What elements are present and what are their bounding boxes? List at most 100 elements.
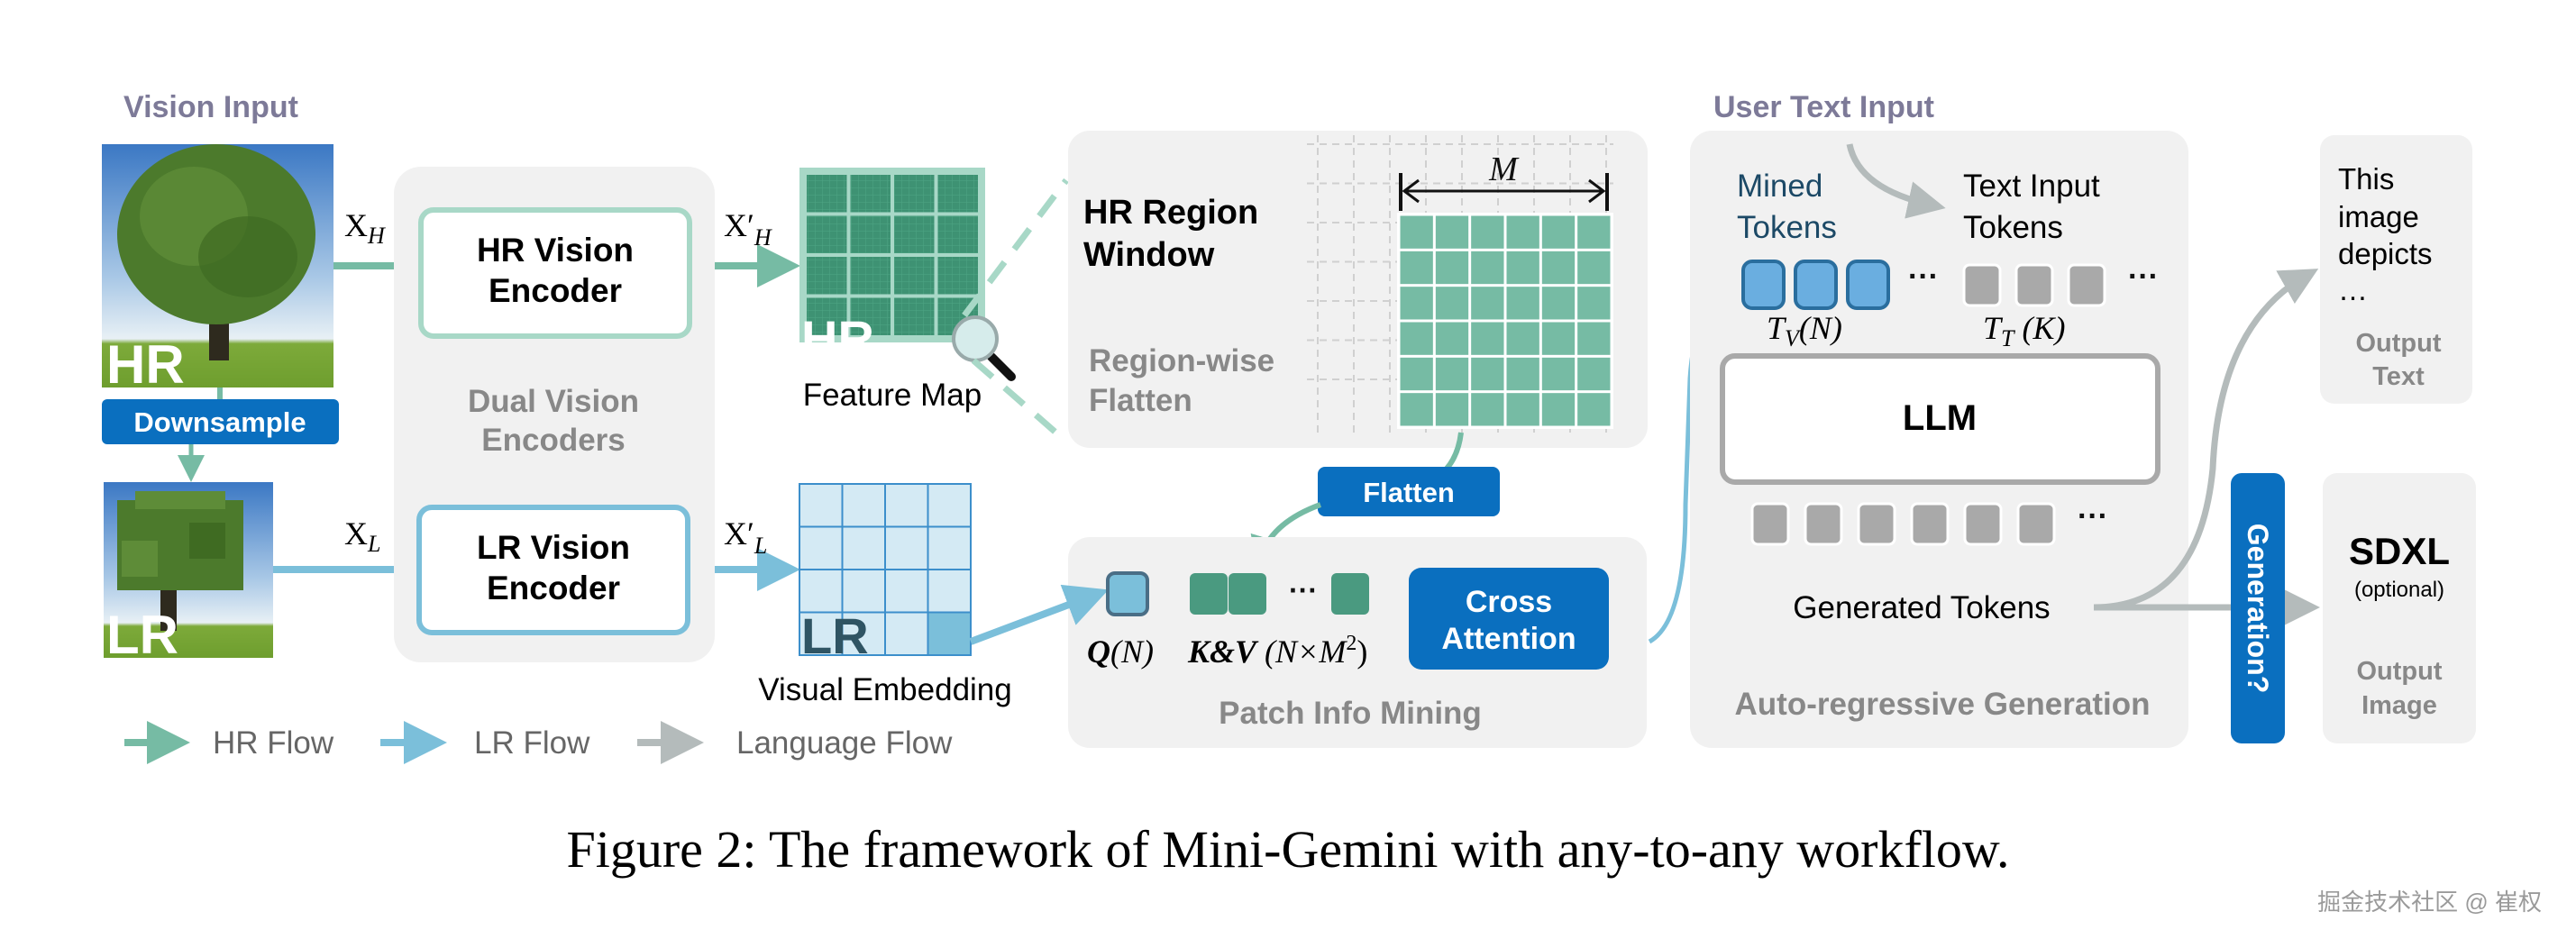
text-input-tokens-label-1: Text Input [1963,169,2100,204]
m-grid-cell [1506,287,1539,320]
m-dimension-arrow [1399,173,1609,211]
generated-token [1910,502,1950,546]
lr-image-label: LR [106,605,178,665]
feature-map-cell [850,175,891,213]
generated-token [1857,502,1896,546]
kv-token [1331,573,1369,615]
region-to-flatten-link [1444,432,1464,470]
kv-label: K&V (N×M2) [1187,632,1367,670]
m-grid-cell [1541,357,1576,391]
region-window-title-2: Window [1083,236,1215,274]
feature-map-cell [894,257,935,295]
output-text-panel [2320,135,2472,404]
query-token [1106,571,1149,616]
user-text-arrow [1846,143,1946,219]
hr-feature-map: HR [799,168,985,367]
output-text-line1: This [2338,162,2394,196]
feature-map-cell [894,175,935,213]
output-image-panel [2323,473,2476,743]
m-grid-cell [1506,357,1539,391]
visual-embedding-cell [799,483,844,528]
feature-map-cell [850,257,891,295]
feature-map-hr-label: HR [801,310,874,367]
generated-token [1804,502,1843,546]
hr-image: HR [102,144,333,395]
m-grid [1397,213,1613,429]
region-window-subtitle-1: Region-wise [1089,343,1274,378]
kv-token [1229,573,1266,615]
m-grid-cell [1471,215,1504,249]
generation-toggle[interactable]: Generation? [2231,473,2285,743]
xp-l-label: X′L [724,515,767,559]
mined-dots: ··· [1908,260,1939,294]
tt-label: TT (K) [1983,310,2066,351]
zoom-guide-top [962,178,1069,318]
lr-visual-embedding: LR [799,483,972,664]
m-label: M [1488,150,1520,188]
m-grid-cell [1541,215,1576,249]
zoom-guide-bottom [971,358,1069,444]
sdxl-label: SDXL [2349,530,2450,572]
to-output-text-arrow [2093,269,2319,611]
generated-tokens-label: Generated Tokens [1793,590,2050,625]
legend-label-language: Language Flow [736,725,953,761]
m-grid-cell [1435,287,1469,320]
m-grid-cell [1577,287,1611,320]
feature-map-cell [807,215,847,253]
legend-label-hr: HR Flow [213,725,334,761]
m-grid-cell [1435,357,1469,391]
visual-embedding-cell [927,611,972,656]
hr-encoder-line2: Encoder [489,272,622,309]
x-l-label: XL [344,515,380,557]
generated-token [1750,502,1790,546]
text-input-tokens-label-2: Tokens [1963,210,2063,245]
hr-vision-encoder: HR Vision Encoder [418,207,692,339]
m-grid-cell [1541,251,1576,285]
m-grid-cell [1400,322,1433,355]
text-input-token [2067,263,2106,307]
lr-vision-encoder: LR Vision Encoder [416,505,690,635]
m-grid-cell [1506,251,1539,285]
m-grid-cell [1577,357,1611,391]
text-input-token [2014,263,2054,307]
m-grid-cell [1506,215,1539,249]
visual-embedding-cell [884,611,929,656]
generation-toggle-label: Generation? [2242,524,2274,693]
m-grid-cell [1506,322,1539,355]
visual-embedding-cell [799,569,844,614]
output-text-label-2: Text [2372,362,2425,391]
visual-embedding-cell [927,483,972,528]
m-grid-cell [1541,287,1576,320]
legend-item-language: Language Flow [637,721,953,764]
visual-embedding-cell [841,569,886,614]
visual-embedding-cell [841,611,886,656]
m-grid-cell [1400,393,1433,426]
m-grid-cell [1577,215,1611,249]
feature-map-cell [850,297,891,335]
dual-encoders-label-2: Encoders [481,423,626,458]
lr-encoder-line2: Encoder [487,570,620,606]
m-grid-cell [1541,393,1576,426]
visual-embedding-cell [799,611,844,656]
output-image-label-1: Output [2356,657,2442,686]
generated-tokens [1750,502,2056,546]
text-input-token [1962,263,2002,307]
mined-token [1794,260,1838,310]
region-window-subtitle-2: Flatten [1089,383,1192,418]
m-grid-cell [1471,357,1504,391]
mined-token [1846,260,1890,310]
downsample-button[interactable]: Downsample [102,399,339,444]
m-grid-cell [1471,322,1504,355]
mined-tokens-label-1: Mined [1737,169,1822,204]
m-grid-cell [1435,251,1469,285]
flatten-button[interactable]: Flatten [1318,467,1500,516]
kv-token [1190,573,1228,615]
legend-label-lr: LR Flow [474,725,590,761]
feature-map-cell [850,215,891,253]
visual-embedding-cell [841,483,886,528]
m-grid-cell [1541,322,1576,355]
visual-embedding-caption: Visual Embedding [758,672,1012,707]
llm-label: LLM [1903,398,1977,438]
output-text-label-1: Output [2355,329,2441,358]
